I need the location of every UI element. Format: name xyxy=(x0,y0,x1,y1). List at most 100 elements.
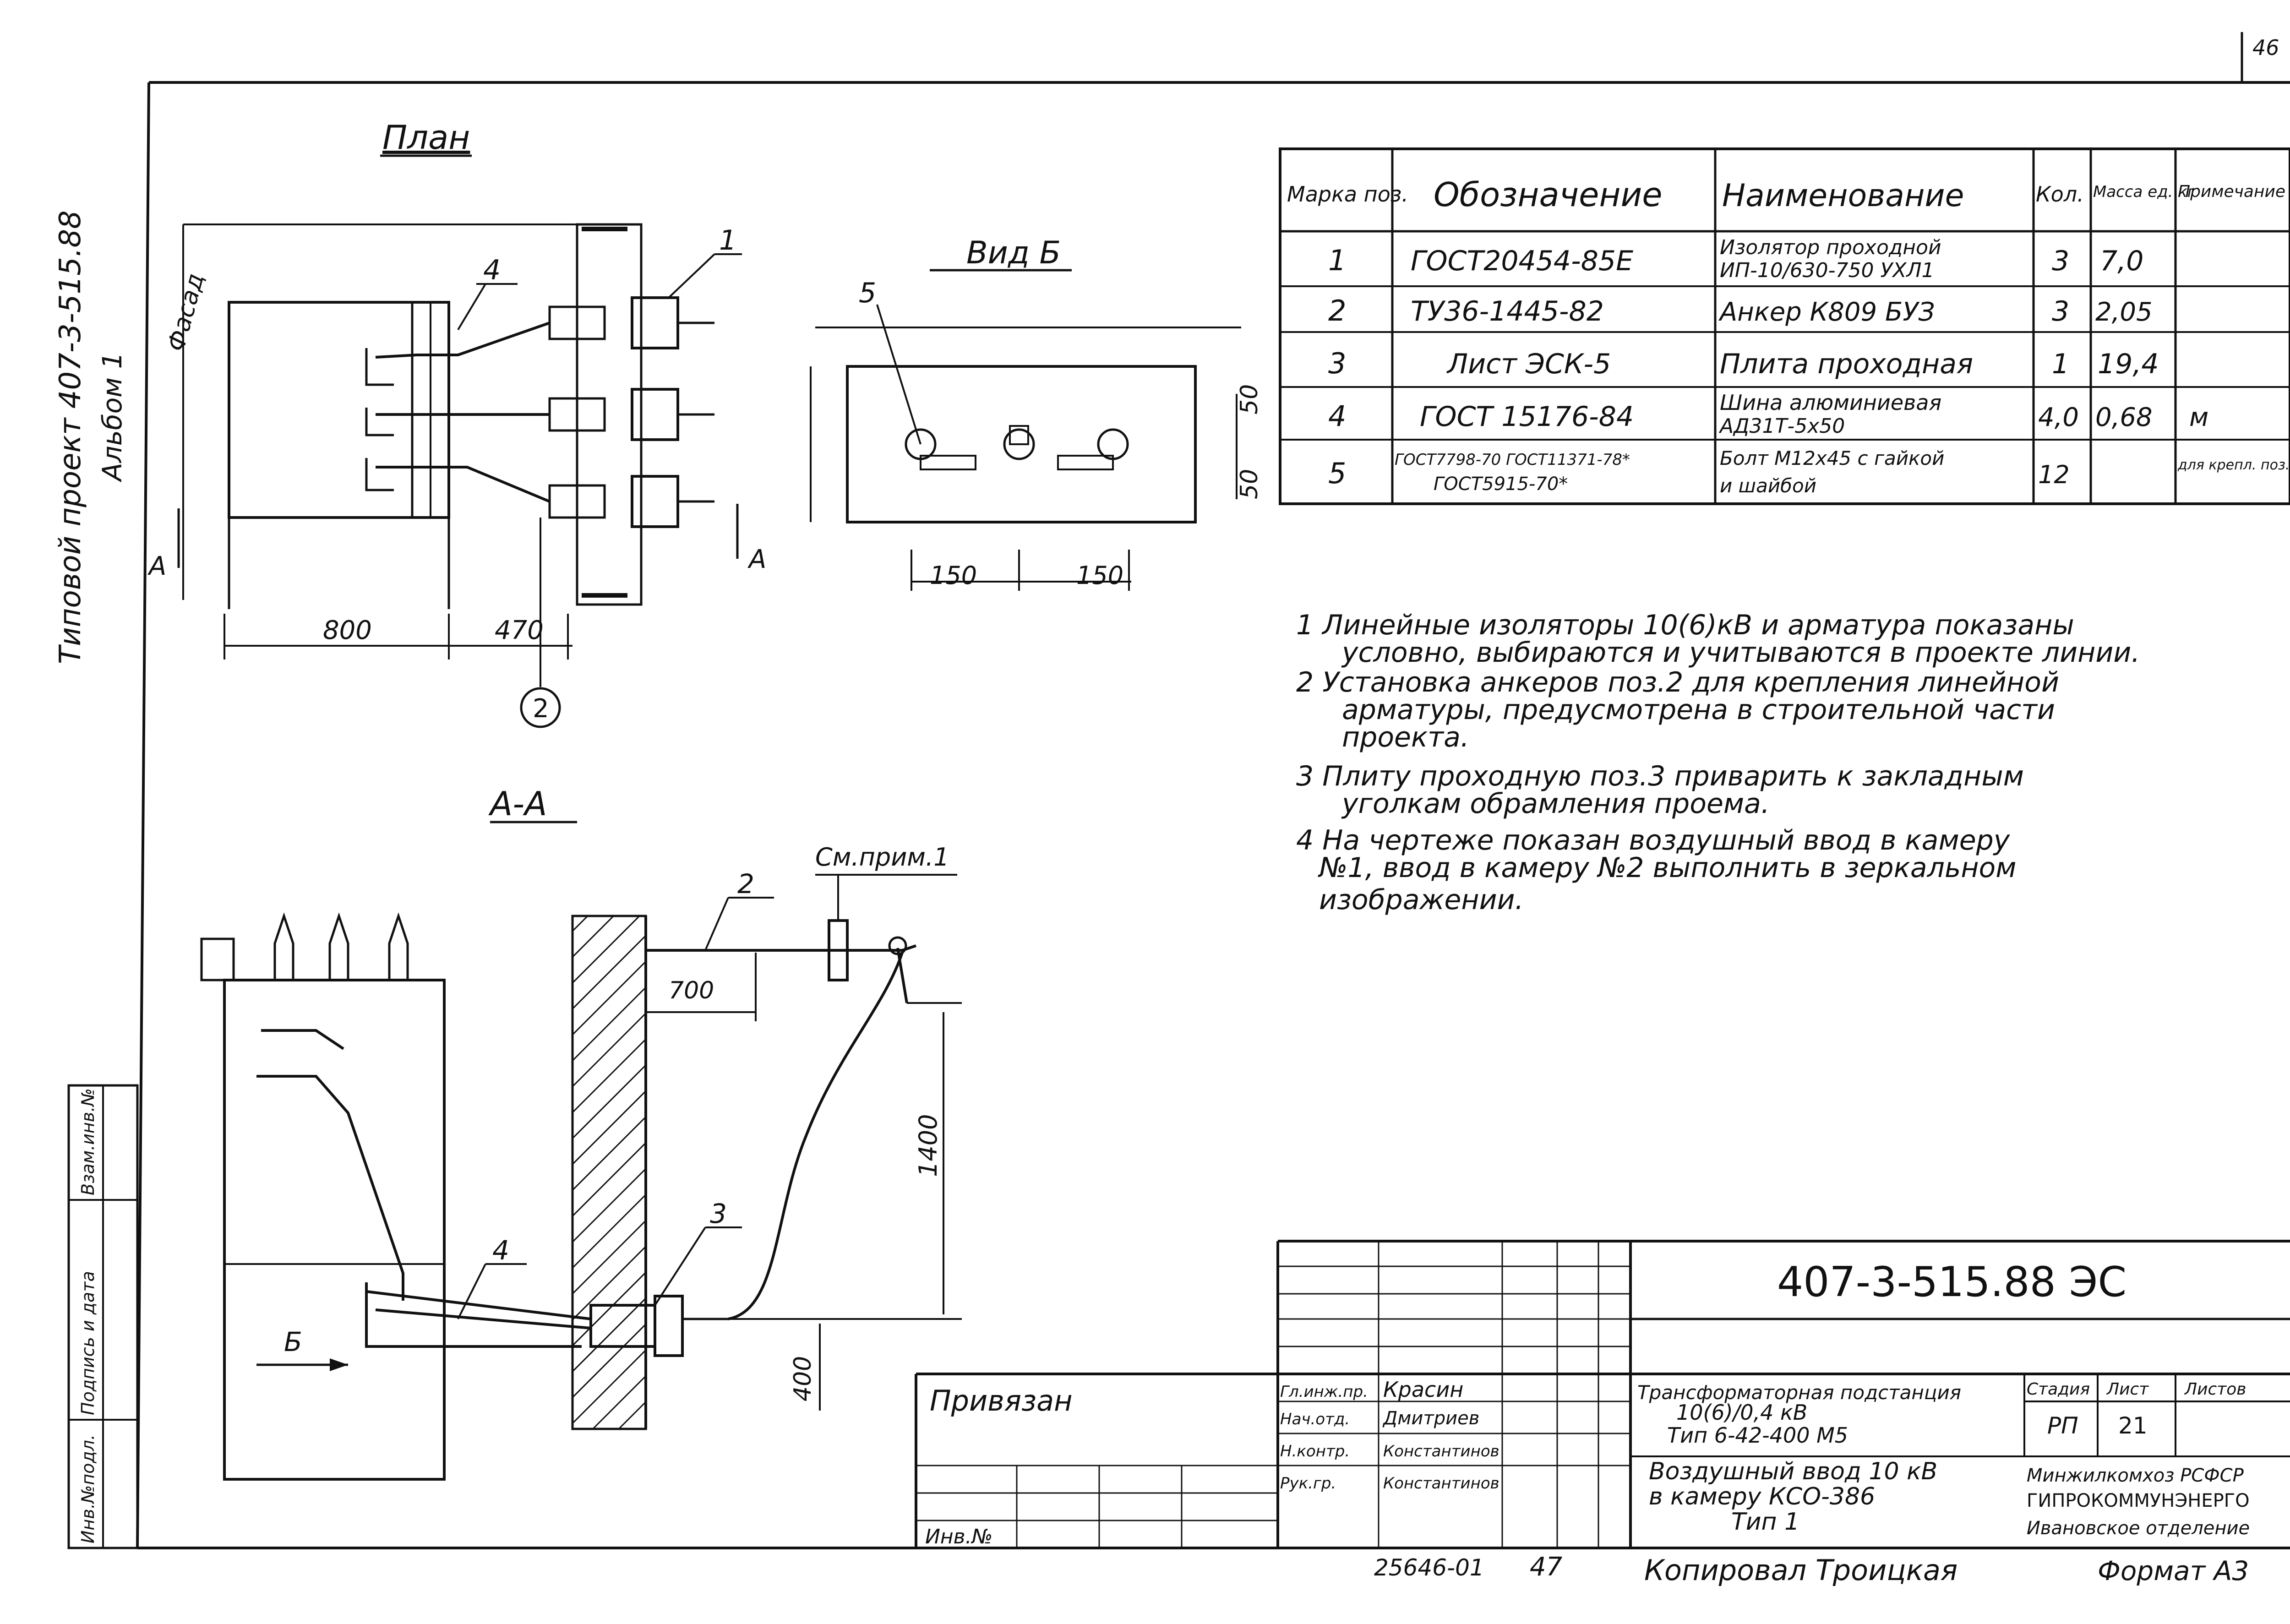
section-aa: А-А См.прим.1 700 1400 400 xyxy=(200,785,962,1481)
svg-text:Б: Б xyxy=(284,1326,302,1357)
svg-text:400: 400 xyxy=(789,1356,817,1401)
footer: 25646-01 47 Копировал Троицкая Формат А3 xyxy=(1374,1552,2249,1587)
svg-text:Воздушный ввод 10 кВ: Воздушный ввод 10 кВ xyxy=(1649,1458,1937,1485)
svg-text:условно, выбираются и учитываю: условно, выбираются и учитываются в прое… xyxy=(1341,637,2140,669)
svg-text:150: 150 xyxy=(930,561,977,590)
notes: 1 Линейные изоляторы 10(6)кВ и арматура … xyxy=(1296,609,2140,916)
plan-title: План xyxy=(382,118,470,157)
svg-text:Копировал Троицкая: Копировал Троицкая xyxy=(1644,1553,1957,1587)
svg-text:3: 3 xyxy=(710,1198,727,1229)
svg-text:Ивановское отделение: Ивановское отделение xyxy=(2027,1518,2250,1539)
svg-text:и шайбой: и шайбой xyxy=(1720,474,1816,497)
svg-text:Лист: Лист xyxy=(2106,1380,2149,1399)
svg-text:3: 3 xyxy=(2052,245,2069,277)
side-project-label: Типовой проект 407-3-515.88 Альбом 1 xyxy=(54,210,128,664)
svg-text:470: 470 xyxy=(495,616,544,645)
svg-text:Рук.гр.: Рук.гр. xyxy=(1280,1474,1336,1493)
svg-text:19,4: 19,4 xyxy=(2098,348,2159,380)
svg-text:Тип 6-42-400 М5: Тип 6-42-400 М5 xyxy=(1667,1423,1848,1448)
svg-text:Константинов: Константинов xyxy=(1383,1442,1499,1461)
svg-text:Привязан: Привязан xyxy=(930,1384,1073,1417)
svg-text:1400: 1400 xyxy=(914,1114,943,1177)
svg-text:ТУ36-1445-82: ТУ36-1445-82 xyxy=(1411,295,1604,327)
svg-text:50: 50 xyxy=(1236,384,1263,414)
svg-text:Инв.№подл.: Инв.№подл. xyxy=(78,1434,98,1543)
svg-text:ГОСТ7798-70 ГОСТ11371-78*: ГОСТ7798-70 ГОСТ11371-78* xyxy=(1395,451,1630,469)
spec-table: Марка поз. Обозначение Наименование Кол.… xyxy=(1279,147,2290,505)
bushing-3 xyxy=(548,475,714,528)
svg-text:5: 5 xyxy=(1328,457,1346,490)
svg-text:ГОСТ20454-85Е: ГОСТ20454-85Е xyxy=(1411,245,1633,277)
svg-text:уголкам обрамления проема.: уголкам обрамления проема. xyxy=(1341,788,1770,820)
svg-text:ГОСТ5915-70*: ГОСТ5915-70* xyxy=(1434,474,1568,495)
bushing-2 xyxy=(548,388,714,441)
svg-text:Константинов: Константинов xyxy=(1383,1474,1499,1493)
bushing-1 xyxy=(548,296,714,349)
svg-text:Листов: Листов xyxy=(2184,1380,2246,1399)
svg-text:21: 21 xyxy=(2118,1412,2148,1439)
svg-text:3: 3 xyxy=(1328,347,1346,380)
svg-text:А: А xyxy=(747,545,766,574)
svg-text:1: 1 xyxy=(2052,348,2069,380)
svg-text:Болт М12х45 с гайкой: Болт М12х45 с гайкой xyxy=(1720,447,1944,469)
svg-text:Изолятор проходной: Изолятор проходной xyxy=(1720,236,1941,259)
svg-text:2: 2 xyxy=(737,868,754,899)
svg-text:Фасад: Фасад xyxy=(163,271,210,354)
svg-text:А: А xyxy=(147,551,166,581)
left-approval-strip: Инв.№подл. Подпись и дата Взам.инв.№ xyxy=(67,1084,139,1549)
svg-text:в камеру КСО-386: в камеру КСО-386 xyxy=(1649,1483,1875,1510)
svg-text:700: 700 xyxy=(669,977,714,1004)
plan-view: План xyxy=(147,118,766,728)
svg-text:Нач.отд.: Нач.отд. xyxy=(1280,1410,1350,1428)
svg-text:Дмитриев: Дмитриев xyxy=(1382,1408,1479,1429)
spec-row-4: 4 ГОСТ 15176-84 Шина алюминиевая АД31Т-5… xyxy=(1328,390,2208,438)
svg-text:проекта.: проекта. xyxy=(1342,721,1469,753)
svg-text:2 Установка анкеров поз.2 для: 2 Установка анкеров поз.2 для крепления … xyxy=(1296,666,2059,698)
svg-text:Лист ЭСК-5: Лист ЭСК-5 xyxy=(1446,348,1611,380)
svg-text:0,68: 0,68 xyxy=(2095,403,2153,432)
svg-text:АД31Т-5х50: АД31Т-5х50 xyxy=(1718,414,1845,438)
svg-text:Формат А3: Формат А3 xyxy=(2098,1555,2249,1586)
page-number: 46 xyxy=(2252,35,2279,60)
svg-text:Красин: Красин xyxy=(1383,1377,1463,1402)
spec-row-1: 1 ГОСТ20454-85Е Изолятор проходной ИП-10… xyxy=(1328,236,2143,282)
svg-text:Подпись и дата: Подпись и дата xyxy=(78,1271,98,1415)
sheet-frame xyxy=(136,81,2290,1549)
svg-text:4,0: 4,0 xyxy=(2038,403,2079,432)
svg-text:2,05: 2,05 xyxy=(2095,297,2153,327)
svg-text:7,0: 7,0 xyxy=(2100,245,2143,277)
svg-text:47: 47 xyxy=(1530,1552,1563,1582)
svg-text:Взам.инв.№: Взам.инв.№ xyxy=(78,1088,98,1195)
svg-text:арматуры, предусмотрена в стро: арматуры, предусмотрена в строительной ч… xyxy=(1342,694,2055,726)
svg-text:3 Плиту проходную поз.3 привар: 3 Плиту проходную поз.3 приварить к закл… xyxy=(1296,760,2024,792)
svg-text:м: м xyxy=(2189,403,2208,432)
svg-text:Обозначение: Обозначение xyxy=(1434,175,1663,214)
svg-text:1: 1 xyxy=(1328,244,1346,277)
svg-text:Тип 1: Тип 1 xyxy=(1731,1508,1799,1536)
svg-text:ИП-10/630-750 УХЛ1: ИП-10/630-750 УХЛ1 xyxy=(1720,259,1935,282)
svg-text:4 На чертеже показан воздушный: 4 На чертеже показан воздушный ввод в ка… xyxy=(1296,824,2011,856)
title-block: Привязан Инв.№ Гл.инж.пр. Красин Нач.отд… xyxy=(915,1240,2290,1548)
svg-text:ГОСТ 15176-84: ГОСТ 15176-84 xyxy=(1420,401,1634,433)
svg-text:Марка поз.: Марка поз. xyxy=(1287,182,1408,207)
svg-text:Наименование: Наименование xyxy=(1722,178,1964,214)
svg-text:150: 150 xyxy=(1076,561,1123,590)
svg-text:РП: РП xyxy=(2047,1412,2078,1439)
svg-text:3: 3 xyxy=(2052,295,2069,327)
svg-text:1: 1 xyxy=(719,224,736,256)
section-aa-title: А-А xyxy=(488,785,547,823)
spec-row-3: 3 Лист ЭСК-5 Плита проходная 1 19,4 xyxy=(1328,347,2159,380)
svg-text:Инв.№: Инв.№ xyxy=(925,1525,992,1548)
svg-text:2: 2 xyxy=(1328,294,1346,327)
svg-text:1 Линейные изоляторы 10(6)кВ и: 1 Линейные изоляторы 10(6)кВ и арматура … xyxy=(1296,609,2074,641)
svg-text:10(6)/0,4 кВ: 10(6)/0,4 кВ xyxy=(1676,1400,1807,1425)
svg-text:Стадия: Стадия xyxy=(2027,1380,2090,1399)
svg-text:25646-01: 25646-01 xyxy=(1374,1554,1484,1581)
svg-text:изображении.: изображении. xyxy=(1319,884,1524,916)
svg-text:4: 4 xyxy=(492,1235,509,1266)
svg-text:50: 50 xyxy=(1236,469,1263,499)
svg-text:4: 4 xyxy=(1328,399,1346,433)
view-b-title: Вид Б xyxy=(966,235,1061,271)
svg-text:Н.контр.: Н.контр. xyxy=(1280,1442,1350,1461)
